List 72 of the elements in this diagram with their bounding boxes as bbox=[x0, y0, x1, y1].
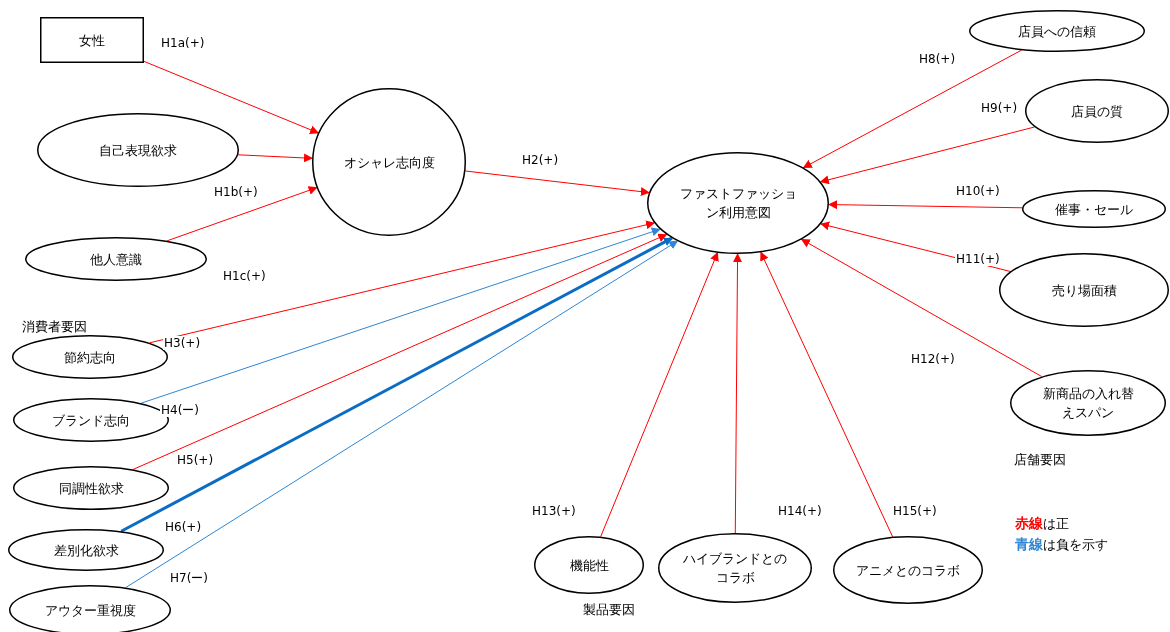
hypothesis-label: H1c(+) bbox=[222, 269, 267, 283]
factor-ellipse bbox=[13, 466, 169, 510]
arrow bbox=[733, 253, 742, 534]
hypothesis-label: H10(+) bbox=[955, 184, 1001, 198]
factor-label: ブランド志向 bbox=[51, 411, 131, 430]
arrow bbox=[600, 251, 719, 538]
factor-ellipse bbox=[999, 253, 1169, 327]
arrow bbox=[802, 49, 1022, 169]
factor-ellipse bbox=[969, 10, 1145, 52]
factor-label: 自己表現欲求 bbox=[98, 141, 178, 160]
hypothesis-label: H14(+) bbox=[777, 504, 823, 518]
factor-label: 店員の質 bbox=[1070, 102, 1124, 121]
factor-ellipse bbox=[25, 237, 207, 281]
factor-label: アニメとのコラボ bbox=[855, 561, 961, 580]
factor-label: 催事・セール bbox=[1054, 200, 1134, 219]
factor-ellipse bbox=[8, 529, 164, 571]
legend-key: 赤線 bbox=[1015, 515, 1043, 531]
factor-label: 売り場面積 bbox=[1050, 281, 1118, 300]
factor-label: 節約志向 bbox=[63, 348, 117, 367]
factor-label: 差別化欲求 bbox=[52, 541, 120, 560]
factor-ellipse bbox=[1025, 79, 1169, 143]
hypothesis-label: H15(+) bbox=[892, 504, 938, 518]
factor-label: 店員への信頼 bbox=[1017, 22, 1097, 41]
factor-ellipse bbox=[312, 88, 466, 236]
arrow bbox=[819, 126, 1036, 185]
arrow bbox=[120, 236, 673, 533]
hypothesis-label: H9(+) bbox=[980, 101, 1019, 115]
arrow bbox=[149, 220, 656, 344]
arrow bbox=[143, 60, 320, 134]
hypothesis-label: H12(+) bbox=[910, 352, 956, 366]
arrow bbox=[237, 153, 313, 163]
group-label: 製品要因 bbox=[583, 603, 635, 617]
arrow bbox=[800, 238, 1043, 377]
factor-label: 他人意識 bbox=[89, 250, 143, 269]
hypothesis-label: H6(+) bbox=[164, 520, 203, 534]
arrow bbox=[828, 200, 1023, 210]
factor-ellipse bbox=[647, 152, 829, 254]
factor-label: 同調性欲求 bbox=[57, 479, 125, 498]
hypothesis-label: H5(+) bbox=[176, 453, 215, 467]
factor-ellipse bbox=[1022, 190, 1166, 228]
arrow bbox=[464, 170, 650, 197]
factor-ellipse bbox=[658, 533, 812, 603]
factor-label: 機能性 bbox=[568, 556, 610, 575]
hypothesis-label: H8(+) bbox=[918, 52, 957, 66]
hypothesis-label: H7(ー) bbox=[169, 571, 210, 585]
factor-label: 女性 bbox=[78, 31, 106, 50]
factor-box bbox=[40, 17, 144, 63]
factor-label: アウター重視度 bbox=[43, 601, 137, 620]
group-label: 店舗要因 bbox=[1014, 453, 1066, 467]
hypothesis-label: H2(+) bbox=[521, 153, 560, 167]
hypothesis-label: H13(+) bbox=[531, 504, 577, 518]
legend-key: 青線 bbox=[1015, 536, 1043, 552]
factor-ellipse bbox=[1010, 370, 1166, 436]
arrow bbox=[760, 251, 894, 538]
arrow bbox=[132, 233, 668, 470]
arrow bbox=[166, 186, 318, 242]
legend-text: は正 bbox=[1043, 516, 1069, 531]
factor-label: オシャレ志向度 bbox=[342, 153, 436, 172]
factor-label: ハイブランドとのコラボ bbox=[682, 550, 788, 587]
arrow bbox=[125, 240, 679, 589]
factor-ellipse bbox=[37, 113, 239, 187]
hypothesis-label: H4(ー) bbox=[160, 403, 201, 417]
hypothesis-label: H11(+) bbox=[955, 252, 1001, 266]
hypothesis-label: H1a(+) bbox=[160, 36, 206, 50]
factor-ellipse bbox=[534, 536, 644, 594]
hypothesis-label: H1b(+) bbox=[213, 185, 259, 199]
factor-label: 新商品の入れ替えスパン bbox=[1041, 385, 1135, 422]
arrow bbox=[140, 227, 661, 404]
hypothesis-label: H3(+) bbox=[163, 336, 202, 350]
factor-label: ファストファッション利用意図 bbox=[678, 185, 798, 222]
legend-text: は負を示す bbox=[1043, 537, 1108, 552]
factor-ellipse bbox=[833, 536, 983, 604]
